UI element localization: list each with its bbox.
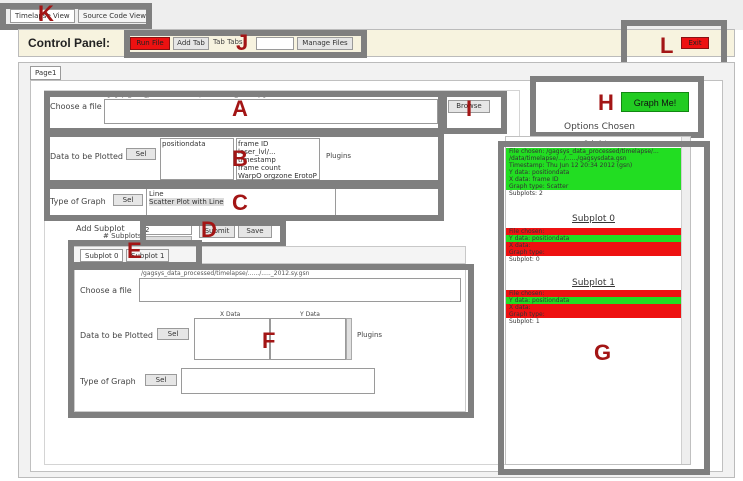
log-line: Subplots: 2 bbox=[506, 190, 681, 197]
log-line: /data/timelapse/.../....../gagsysdata.gs… bbox=[506, 155, 681, 162]
data-plot-list-1-item[interactable]: positiondata bbox=[162, 140, 206, 148]
highlight-l bbox=[621, 20, 727, 68]
subplot-ydata-list[interactable] bbox=[270, 318, 346, 360]
log-line: File chosen: /gagsys_data_processed/time… bbox=[506, 148, 681, 155]
manage-files-button[interactable]: Manage Files bbox=[297, 37, 353, 50]
subplot-graph-select-button[interactable]: Sel bbox=[145, 374, 177, 386]
subplot-count-label: # Subplots bbox=[103, 232, 142, 240]
data-plot-label: Data to be Plotted bbox=[50, 152, 123, 161]
choose-file-input[interactable] bbox=[104, 99, 438, 124]
marker-j: J bbox=[236, 30, 249, 55]
tab-name-input[interactable] bbox=[256, 37, 294, 50]
marker-a: A bbox=[232, 96, 248, 121]
subplot-xdata-list[interactable] bbox=[194, 318, 270, 360]
highlight-k bbox=[0, 3, 152, 30]
log-line: Graph type: bbox=[506, 249, 681, 256]
log-line: Subplot: 1 bbox=[506, 318, 681, 325]
data-plot-plugins-label: Plugins bbox=[326, 152, 352, 160]
tab-page1[interactable]: Page1 bbox=[30, 66, 62, 80]
graph-type-select-button[interactable]: Sel bbox=[113, 194, 143, 206]
subplot-xdata-header: X Data bbox=[220, 311, 241, 318]
subplot-list-scrollbar[interactable] bbox=[346, 318, 352, 360]
data-plot-list-2-item[interactable]: frame count bbox=[238, 164, 281, 172]
subplot-choose-file-label: Choose a file bbox=[80, 286, 132, 295]
subplot-data-label: Data to be Plotted bbox=[80, 331, 153, 340]
highlight-j bbox=[124, 30, 367, 58]
highlight-f bbox=[68, 264, 474, 418]
subplot-ydata-header: Y Data bbox=[300, 311, 320, 318]
data-plot-list-2-item[interactable]: laser_lvl/... bbox=[238, 148, 276, 156]
data-plot-list-2-item[interactable]: WarpO orgzone ErotoP bbox=[238, 172, 317, 180]
add-tab-button[interactable]: Add Tab bbox=[173, 37, 209, 50]
log-subplot1-block: File chosen: Y data: positiondata X data… bbox=[506, 290, 681, 325]
graph-type-label: Type of Graph bbox=[50, 197, 106, 206]
highlight-h bbox=[530, 76, 704, 138]
marker-k: K bbox=[38, 1, 54, 26]
highlight-d bbox=[140, 220, 286, 248]
graph-type-value[interactable]: Scatter Plot with Line bbox=[149, 198, 224, 206]
subplot-file-path: /gagsys_data_processed/timelapse/....../… bbox=[141, 270, 310, 277]
subplot-data-select-button[interactable]: Sel bbox=[157, 328, 189, 340]
log-line: X data: bbox=[506, 304, 681, 311]
marker-i: I bbox=[466, 96, 473, 121]
tab-subplot-1[interactable]: Subplot 1 bbox=[126, 249, 170, 262]
tab-timelapse-view[interactable]: Timelapse View bbox=[10, 9, 75, 23]
marker-e: E bbox=[127, 238, 142, 263]
log-line: X data: bbox=[506, 242, 681, 249]
marker-b: B bbox=[232, 146, 248, 171]
add-subplot-label: Add Subplot bbox=[76, 224, 125, 233]
log-line: Y data: positiondata bbox=[506, 169, 681, 176]
tab-subplot-0[interactable]: Subplot 0 bbox=[80, 249, 124, 262]
log-subplot1-title: Subplot 1 bbox=[572, 278, 615, 288]
log-subplot0-title: Subplot 0 bbox=[572, 214, 615, 224]
subplot-plugins-label: Plugins bbox=[357, 331, 383, 339]
exit-button[interactable]: Exit bbox=[681, 37, 709, 49]
log-line: Timestamp: Thu Jun 12 20:34 2012 (gsn) bbox=[506, 162, 681, 169]
tab-tabs-label: Tab Tabs bbox=[213, 38, 243, 46]
log-line: Y data: positiondata bbox=[506, 297, 681, 304]
log-subplot0-block: File chosen: Y data: positiondata X data… bbox=[506, 228, 681, 263]
log-main-block: File chosen: /gagsys_data_processed/time… bbox=[506, 148, 681, 197]
highlight-g bbox=[498, 141, 710, 475]
options-log-scrollbar[interactable] bbox=[681, 137, 690, 464]
log-line: X data: frame ID bbox=[506, 176, 681, 183]
marker-l: L bbox=[660, 33, 674, 58]
log-line: Graph type: Scatter bbox=[506, 183, 681, 190]
control-panel-title: Control Panel: bbox=[28, 36, 111, 50]
log-line: Subplot: 0 bbox=[506, 256, 681, 263]
log-line: Y data: positiondata bbox=[506, 235, 681, 242]
choose-file-label: Choose a file bbox=[50, 102, 102, 111]
marker-h: H bbox=[598, 90, 614, 115]
marker-f: F bbox=[262, 328, 276, 353]
marker-d: D bbox=[201, 217, 217, 242]
highlight-c bbox=[44, 183, 444, 221]
graph-type-header: Line bbox=[149, 190, 164, 198]
log-line: Graph type: bbox=[506, 311, 681, 318]
subplot-graph-type-input[interactable] bbox=[181, 368, 375, 394]
marker-c: C bbox=[232, 190, 248, 215]
run-file-button[interactable]: Run File bbox=[130, 37, 170, 50]
data-plot-list-2-item[interactable]: timestamp bbox=[238, 156, 276, 164]
log-line: File chosen: bbox=[506, 228, 681, 235]
options-chosen-label: Options Chosen bbox=[564, 122, 636, 132]
marker-g: G bbox=[594, 340, 612, 365]
subplot-graph-type-label: Type of Graph bbox=[80, 377, 136, 386]
data-plot-select-button[interactable]: Sel bbox=[126, 148, 156, 160]
data-plot-list-1[interactable] bbox=[160, 138, 234, 180]
browse-button[interactable]: Browse bbox=[448, 100, 490, 113]
log-line: File chosen: bbox=[506, 290, 681, 297]
data-plot-list-2-item[interactable]: frame ID bbox=[238, 140, 269, 148]
data-plot-list-2[interactable] bbox=[236, 138, 320, 180]
subplot-choose-file-input[interactable] bbox=[139, 278, 461, 302]
highlight-i bbox=[441, 91, 507, 134]
graph-me-button[interactable]: Graph Me! bbox=[621, 92, 689, 112]
